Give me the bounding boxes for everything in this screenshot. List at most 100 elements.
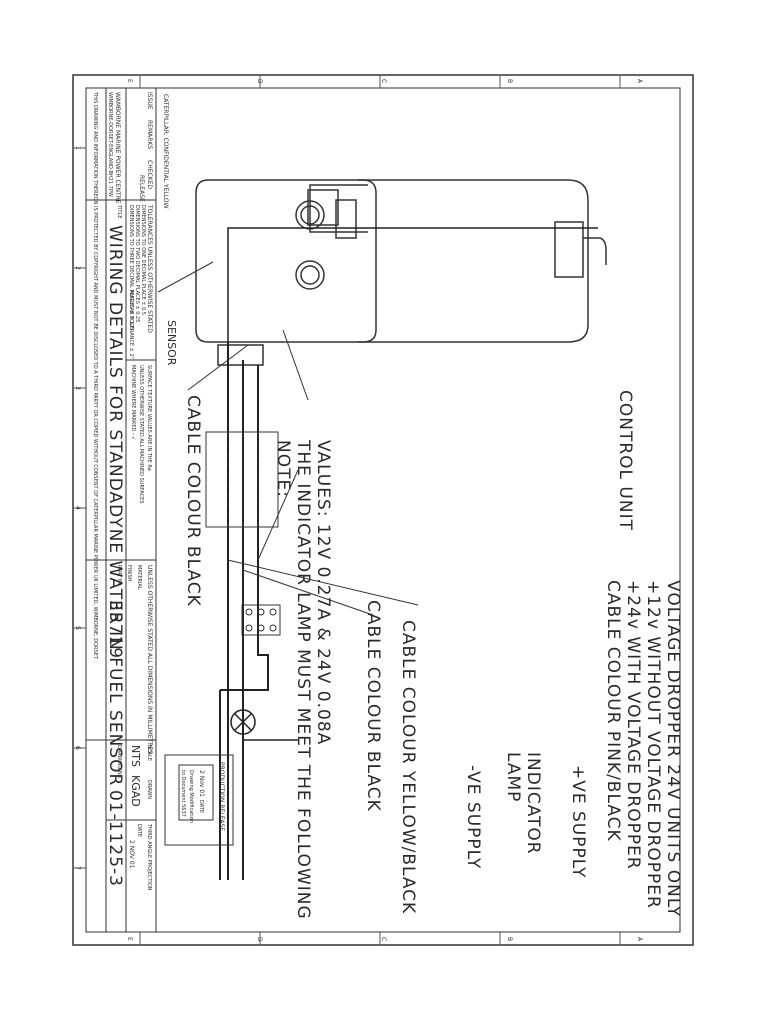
- port-upper-inner: [300, 205, 320, 225]
- sensor-label: SENSOR: [165, 320, 178, 366]
- release-label: RELEASE: [138, 175, 145, 202]
- cable-black-label-1: CABLE COLOUR BLACK: [183, 395, 203, 607]
- dropper-dashes: [227, 432, 259, 527]
- grid-row-d-right: D: [256, 937, 263, 942]
- tolerance-heading: TOLERANCES UNLESS OTHERWISE STATED: [146, 204, 153, 333]
- leader-cable-black-1: [187, 344, 249, 391]
- copyright-notice: THIS DRAWING AND INFORMATION THEREON IS …: [92, 91, 98, 660]
- material-label: MATERIAL: [136, 565, 142, 590]
- plus12-label: +12v WITHOUT VOLTAGE DROPPER: [643, 580, 663, 909]
- grid-row-c-right: C: [380, 937, 387, 941]
- grid-col-5: 5: [74, 626, 81, 630]
- connector-block: [241, 604, 281, 636]
- note-line-2: VALUES: 12V 0.27A & 24V 0.08A: [313, 440, 333, 745]
- grid-col-4: 4: [74, 506, 81, 510]
- leader-cable-yellow: [242, 569, 374, 616]
- grid-row-a: A: [636, 79, 643, 84]
- inner-frame: [85, 87, 681, 933]
- date-label: DATE: [136, 824, 142, 837]
- checked-label: CHECKED: [146, 160, 153, 189]
- release-date-label: DATE: [198, 800, 204, 813]
- scale-label: SCALE: [146, 745, 152, 761]
- drawing-no-label: DRAWING No.: [116, 745, 122, 780]
- surface-1: SURFACE TEXTURE VALUES ARE IN THE Ra: [146, 365, 152, 471]
- leader-lines: [157, 261, 419, 616]
- note-line-1: THE INDICATOR LAMP MUST MEET THE FOLLOWI…: [293, 439, 313, 920]
- pink-black-label: CABLE COLOUR PINK/BLACK: [603, 580, 623, 842]
- filter-bowl: [195, 179, 377, 343]
- leader-voltage-dropper: [257, 469, 299, 561]
- voltage-dropper-label: VOLTAGE DROPPER 24V UNITS ONLY: [663, 580, 683, 917]
- minus-ve-label: -VE SUPPLY: [463, 765, 483, 869]
- date-value: 2 NOV 01: [128, 840, 135, 869]
- mount-boss: [335, 199, 357, 239]
- voltage-dropper-box: [205, 431, 279, 528]
- release-note-1: Drawing Modification: [188, 770, 194, 823]
- indicator-label-1: INDICATOR: [523, 752, 543, 855]
- head-block: [307, 189, 339, 226]
- cable-black-label-2: CABLE COLOUR BLACK: [363, 600, 383, 812]
- issue-label: ISSUE: [146, 92, 153, 110]
- plus24-label: +24v WITH VOLTAGE DROPPER: [623, 580, 643, 870]
- company-address: WIMBORNE-DORSET-ENGLAND-BH21 7PW: [107, 92, 113, 197]
- filter-head: [309, 184, 368, 233]
- grid-refs: A B C D E A B C D E 1 2 3 4: [73, 75, 643, 945]
- release-date: 2 Nov 01: [198, 770, 205, 797]
- grid-row-b-right: B: [506, 937, 513, 941]
- outer-frame: [72, 74, 694, 946]
- title-label: TITLE: [116, 204, 122, 219]
- sensor-stub: [583, 237, 607, 265]
- drawn-label: DRAWN: [146, 780, 152, 799]
- production-release-stamp: PRODUCTION RELEASE 2 Nov 01 DATE Drawing…: [164, 754, 234, 846]
- grid-col-6: 6: [74, 746, 81, 750]
- leader-cable-black-2: [227, 559, 419, 606]
- grid-row-d: D: [256, 79, 263, 84]
- grid-col-2: 2: [74, 266, 81, 270]
- port-upper: [295, 200, 325, 230]
- leader-control-unit: [282, 329, 309, 401]
- indicator-lamp-symbol: [230, 709, 256, 735]
- note-title: NOTE:: [273, 440, 293, 498]
- grid-row-b: B: [506, 79, 513, 83]
- projection-label: THIRD ANGLE PROJECTION: [146, 823, 152, 891]
- grid-col-7: 7: [74, 866, 81, 870]
- release-heading: PRODUCTION RELEASE: [218, 762, 225, 831]
- confidential-label: CATERPILLAR: CONFIDENTIAL YELLOW: [162, 94, 169, 209]
- surface-2: UNLESS OTHERWISE STATED ALL MACHINED SUR…: [138, 365, 144, 504]
- finish-label: FINISH: [126, 565, 132, 582]
- fuel-filter-unit: [195, 179, 607, 366]
- port-lower-inner: [300, 265, 320, 285]
- cable-yellow-black-label: CABLE COLOUR YELLOW/BLACK: [398, 620, 418, 914]
- plus-ve-label: +VE SUPPLY: [568, 765, 588, 878]
- bowl-top: [567, 179, 589, 343]
- control-unit-tab: [217, 344, 264, 366]
- dims-note: UNLESS OTHERWISE STATED ALL DIMENSIONS I…: [146, 565, 153, 754]
- drawn-value: KGAD: [129, 775, 142, 807]
- tolerance-2: DIMENSIONS TO TWO DECIMAL PLACES ± 0.25: [134, 205, 140, 322]
- grid-row-a-right: A: [636, 937, 643, 942]
- sensor-housing: [554, 221, 584, 278]
- sensor-cable: [227, 227, 598, 342]
- grid-col-1: 1: [74, 146, 81, 150]
- port-lower: [295, 260, 325, 290]
- tolerance-3: DIMENSIONS TO THREE DECIMAL PLACES ± 0.1…: [128, 205, 134, 330]
- remarks-label: REMARKS: [146, 120, 153, 149]
- grid-row-e: E: [126, 79, 133, 83]
- drawing-no: 01-1125-3: [105, 790, 125, 887]
- title-block: ISSUE REMARKS CHECKED RELEASE TOLERANCES…: [85, 87, 157, 933]
- part-no-label: PART No.: [116, 565, 122, 588]
- company-name: WAMBORNE MARINE POWER CENTRE: [114, 92, 121, 204]
- leader-sensor: [157, 261, 214, 293]
- release-note-2: to Document 5637: [180, 770, 186, 817]
- indicator-label-2: LAMP: [503, 752, 523, 802]
- drawing-title: WIRING DETAILS FOR STANDADYNE WATER IN F…: [105, 225, 125, 786]
- tolerance-4: ANGULAR TOLERANCE ± 2°: [128, 290, 134, 360]
- grid-row-e-right: E: [126, 937, 133, 941]
- tolerance-1: DIMENSIONS TO ONE DECIMAL PLACE ± 0.5: [140, 205, 146, 315]
- grid-row-c: C: [380, 79, 387, 83]
- control-unit-label: CONTROL UNIT: [615, 390, 635, 531]
- scale-value: NTS: [129, 745, 142, 767]
- cable-pink-black-run: [220, 365, 269, 691]
